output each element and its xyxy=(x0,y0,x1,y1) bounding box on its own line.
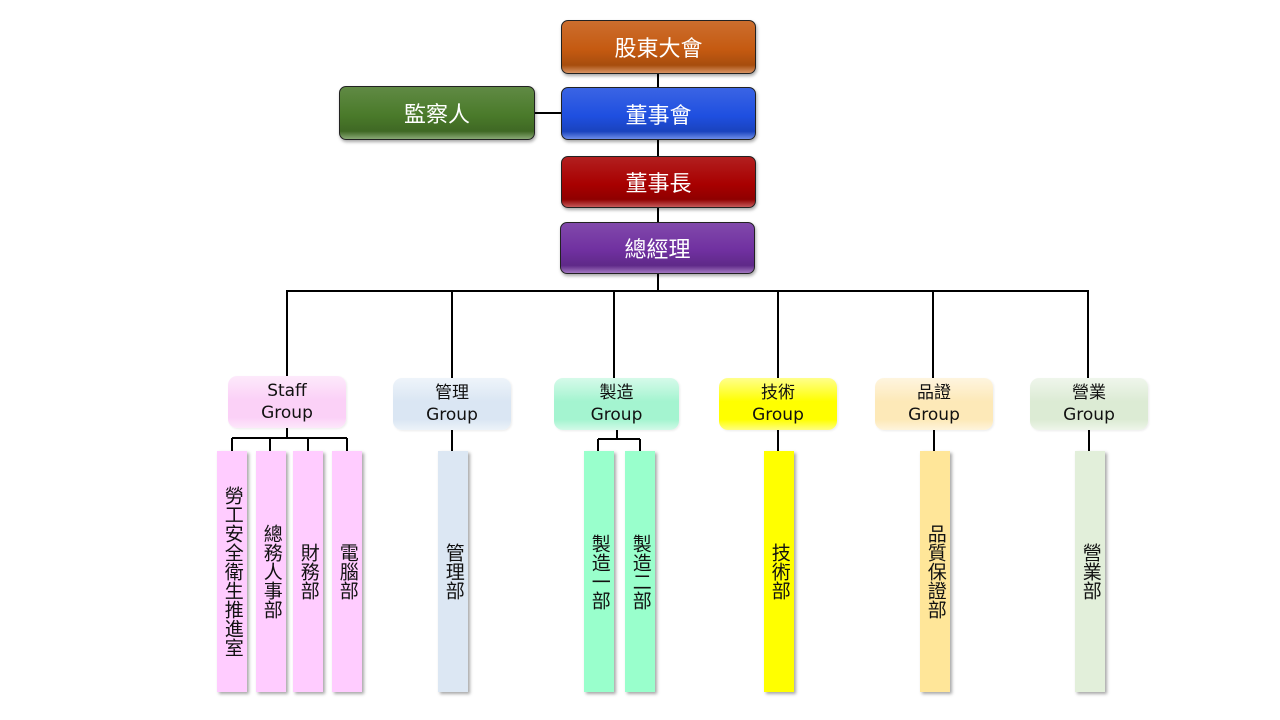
dept-sales: 營業部 xyxy=(1075,451,1105,692)
dept-management-label: 管理部 xyxy=(442,543,465,600)
general-manager-label: 總經理 xyxy=(624,238,691,263)
shareholders-label: 股東大會 xyxy=(614,37,703,62)
dept-finance: 財務部 xyxy=(293,451,323,692)
group-quality: 品證 Group xyxy=(875,378,993,430)
chairman-box: 董事長 xyxy=(561,156,756,208)
group-technology-label: 技術 Group xyxy=(752,383,804,425)
dept-management: 管理部 xyxy=(438,451,468,692)
group-staff-label: Staff Group xyxy=(261,381,313,423)
group-technology: 技術 Group xyxy=(719,378,837,430)
supervisor-box: 監察人 xyxy=(339,86,535,140)
dept-technology: 技術部 xyxy=(764,451,794,692)
dept-computer-label: 電腦部 xyxy=(336,543,359,600)
dept-finance-label: 財務部 xyxy=(297,543,320,600)
dept-computer: 電腦部 xyxy=(332,451,362,692)
dept-manufacturing-1: 製造一部 xyxy=(584,451,614,692)
board-label: 董事會 xyxy=(625,103,692,129)
group-sales: 營業 Group xyxy=(1030,378,1148,430)
dept-general-affairs-hr: 總務人事部 xyxy=(256,451,286,692)
group-manufacturing-label: 製造 Group xyxy=(590,383,643,425)
group-quality-label: 品證 Group xyxy=(908,383,960,425)
chairman-label: 董事長 xyxy=(625,172,692,197)
dept-manufacturing-1-label: 製造一部 xyxy=(588,533,611,610)
dept-quality-assurance: 品質保證部 xyxy=(920,451,950,692)
dept-sales-label: 營業部 xyxy=(1079,543,1102,600)
group-staff: Staff Group xyxy=(228,376,346,428)
dept-safety-office-label: 勞工安全衛生推進室 xyxy=(221,486,244,657)
shareholders-box: 股東大會 xyxy=(561,20,756,74)
dept-general-affairs-hr-label: 總務人事部 xyxy=(260,524,283,619)
group-admin-label: 管理 Group xyxy=(426,383,478,425)
group-manufacturing: 製造 Group xyxy=(554,378,679,430)
dept-safety-office: 勞工安全衛生推進室 xyxy=(217,451,247,692)
board-box: 董事會 xyxy=(561,87,756,140)
group-admin: 管理 Group xyxy=(393,378,511,430)
supervisor-label: 監察人 xyxy=(403,103,470,128)
group-sales-label: 營業 Group xyxy=(1063,383,1115,425)
dept-manufacturing-2-label: 製造二部 xyxy=(629,533,652,610)
general-manager-box: 總經理 xyxy=(560,222,755,274)
dept-technology-label: 技術部 xyxy=(768,543,791,600)
dept-manufacturing-2: 製造二部 xyxy=(625,451,655,692)
dept-quality-assurance-label: 品質保證部 xyxy=(924,524,947,619)
